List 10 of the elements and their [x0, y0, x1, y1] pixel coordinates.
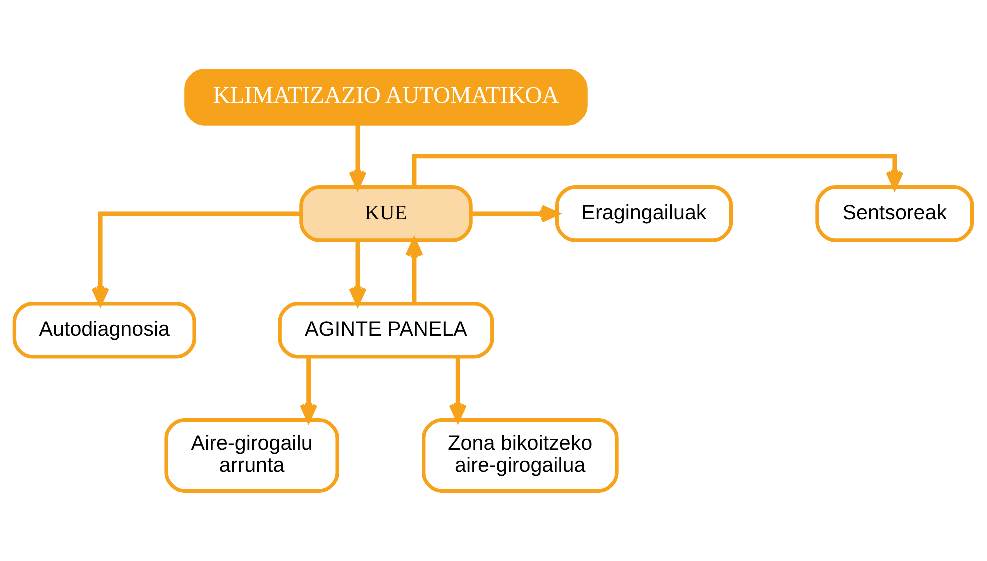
arrow	[471, 204, 560, 222]
arrow	[406, 238, 424, 303]
node-box: Sentsoreak	[816, 185, 974, 242]
node-box: Aire-girogailu arrunta	[164, 418, 340, 492]
node-box: Autodiagnosia	[12, 302, 196, 358]
node-box: KLIMATIZAZIO AUTOMATIKOA	[184, 68, 588, 126]
node-box: AGINTE PANELA	[278, 302, 494, 358]
node-box: KUE	[300, 185, 473, 242]
node-box: Eragingailuak	[555, 185, 734, 242]
node-box: Zona bikoitzeko aire-girogailua	[422, 418, 619, 492]
